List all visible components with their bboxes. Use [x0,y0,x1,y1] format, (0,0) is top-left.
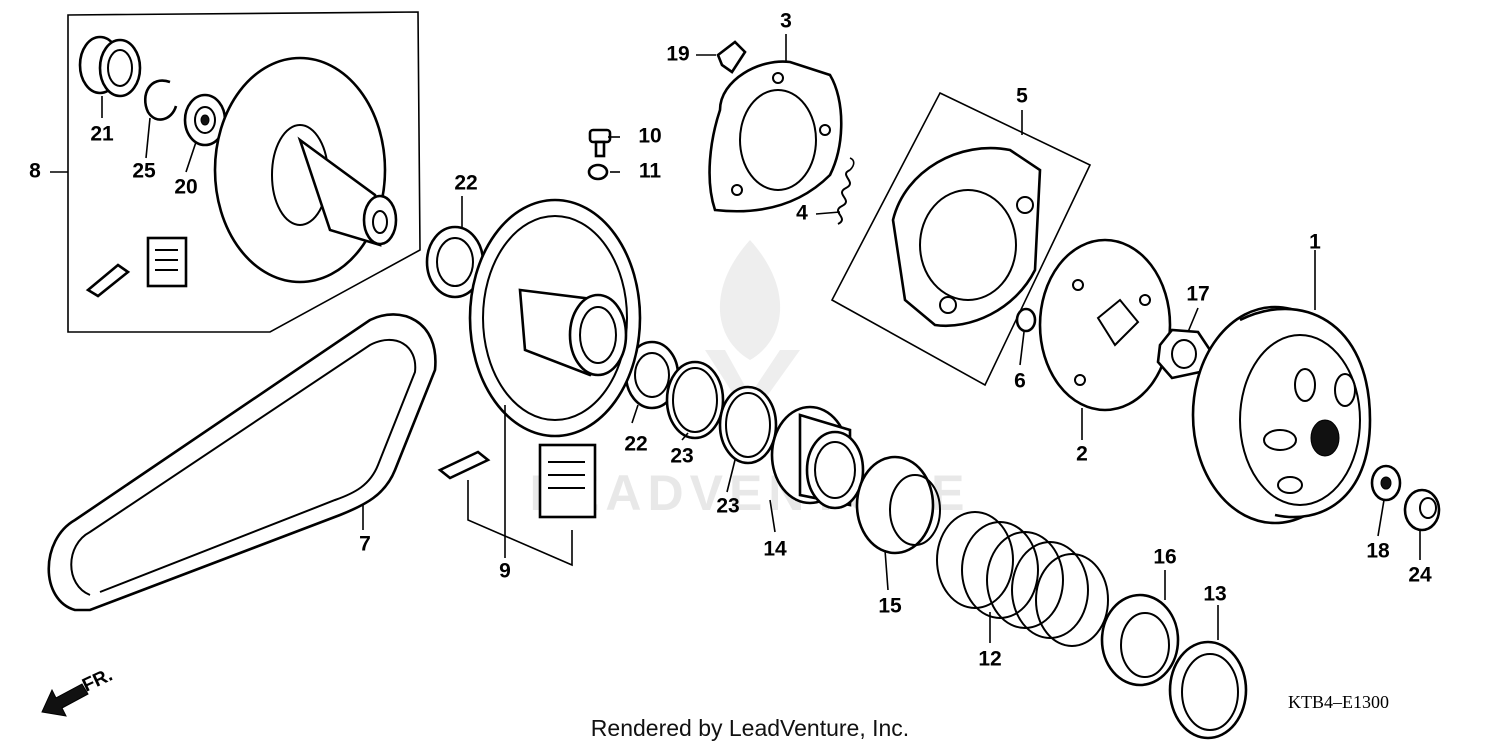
grease-symbols-inset [85,236,188,298]
inset-box-8 [50,11,421,333]
callout-3: 3 [780,10,792,33]
callout-21: 21 [90,123,114,146]
callout-22: 22 [454,172,477,195]
part-12-spring [936,511,1109,647]
render-credit: Rendered by LeadVenture, Inc. [591,715,909,741]
part-7-drive-belt [47,313,437,612]
part-4-clutch-spring [837,157,855,225]
part-11-washer [587,163,609,181]
diagram-part-code: KTB4–E1300 [1288,692,1389,712]
part-14-collar [770,405,865,510]
part-18-washer [1370,464,1402,502]
part-5-clutch-shoes [830,91,1092,387]
part-13-washer [1168,640,1248,740]
front-direction-arrow: FR. [41,665,116,717]
callout-11: 11 [639,160,662,183]
part-9-driven-pulley [468,198,642,438]
callout-8: 8 [29,160,41,183]
callout-2: 2 [1076,443,1088,466]
callout-19: 19 [666,43,689,66]
part-8-driven-face [213,56,398,284]
callout-labels: 1 2 3 4 5 6 7 8 9 10 11 12 13 14 15 16 1… [29,10,1432,671]
callout-4: 4 [796,202,808,225]
part-23-o-ring-2 [718,385,778,465]
part-15-seal-collar [855,455,941,555]
callout-5: 5 [1016,85,1028,108]
callout-14: 14 [763,538,787,561]
grease-symbols-lower [437,443,597,567]
part-21-needle-bearing [78,35,142,98]
leader-lines [101,34,1421,643]
callout-20: 20 [174,176,197,199]
part-10-bolt [588,128,612,158]
callout-15: 15 [878,595,902,618]
part-25-circlip [143,79,178,121]
part-16-spring-seat [1100,593,1180,687]
callout-10: 10 [638,125,661,148]
callout-16: 16 [1153,546,1176,569]
callout-12: 12 [978,648,1001,671]
part-6-nut [1015,307,1037,333]
part-2-drive-plate [1038,238,1172,412]
callout-6: 6 [1014,370,1026,393]
callout-9: 9 [499,560,511,583]
part-24-nut [1403,488,1441,532]
callout-13: 13 [1203,583,1226,606]
callout-7: 7 [359,533,371,556]
callout-25: 25 [132,160,156,183]
part-19-clip [716,40,747,74]
callout-23-lower: 23 [716,495,739,518]
part-23-o-ring [665,360,725,440]
part-1-clutch-outer [1191,305,1372,525]
part-22-oil-seal-2 [624,340,680,410]
part-3-plate [708,60,843,213]
callout-23: 23 [670,445,693,468]
part-22-oil-seal [425,225,485,299]
callout-22-lower: 22 [624,433,647,456]
callout-18: 18 [1366,540,1390,563]
callout-1: 1 [1309,231,1321,254]
callout-24: 24 [1408,564,1432,587]
callout-17: 17 [1186,283,1209,306]
